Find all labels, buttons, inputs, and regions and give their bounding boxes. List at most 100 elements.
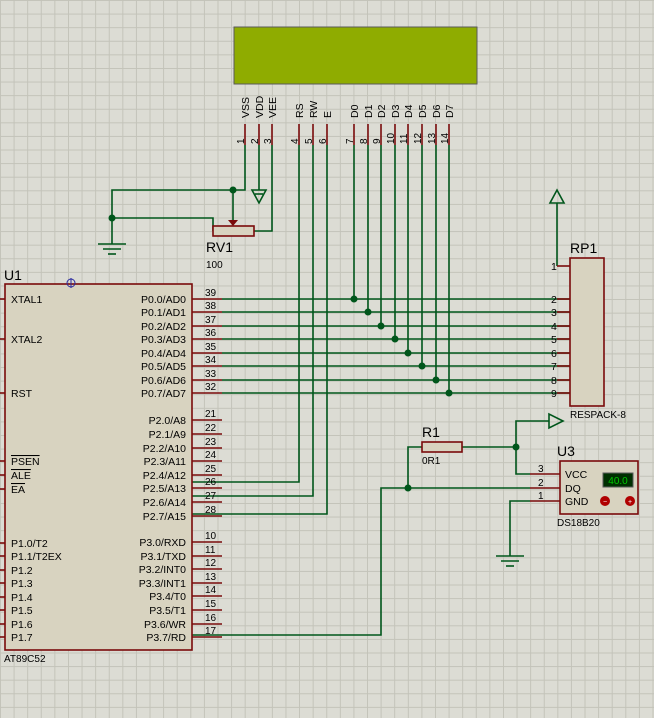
rp1-pin-number: 4 [551, 321, 557, 333]
wire-p37-dq [192, 487, 530, 636]
rp1-pin-number: 2 [551, 294, 557, 306]
u1-right-pin-number: 24 [205, 450, 217, 461]
junction-dot [404, 349, 412, 357]
wire-e [192, 145, 328, 515]
wire-r1-right [462, 446, 530, 475]
u1-right-pin-label: P3.2/INT0 [139, 564, 186, 576]
u1-right-pin-label: P2.5/A13 [143, 483, 186, 495]
u1-right-pin-number: 39 [205, 288, 217, 299]
r1-resistor[interactable]: R1 0R1 [421, 424, 463, 467]
u1-right-pin-number: 28 [205, 505, 217, 516]
lcd-pin-number: 14 [440, 132, 451, 144]
wire-rs [192, 145, 300, 483]
u1-right-pin-label: P0.4/AD4 [141, 348, 186, 360]
junction-dot [445, 389, 453, 397]
rv1-potentiometer[interactable]: RV1 100 [206, 220, 255, 271]
lcd-pin-number: 5 [304, 138, 315, 144]
u1-left-pin-label: XTAL1 [11, 294, 42, 306]
lcd-pin-number: 11 [399, 133, 410, 144]
u3-pin-name: GND [565, 496, 589, 508]
u1-body [4, 283, 193, 651]
u1-right-pin-number: 23 [205, 437, 217, 448]
ground-symbol-left [98, 243, 126, 255]
junction-dot [364, 308, 372, 316]
rp1-pin-number: 8 [551, 375, 557, 387]
u1-right-pin-number: 25 [205, 464, 217, 475]
lcd-pin-name: VDD [254, 95, 266, 118]
u1-left-pin-label: P1.0/T2 [11, 538, 48, 550]
rp1-body [569, 257, 605, 407]
u1-left-pin-label: P1.1/T2EX [11, 551, 62, 563]
temp-down-button-icon[interactable]: − [600, 496, 610, 506]
lcd-pin-group: VSS1VDD2VEE3RS4RW5E6D07D18D29D310D411D51… [236, 95, 456, 145]
lcd-pin-number: 2 [250, 138, 261, 144]
wiper-arrow-icon [228, 220, 238, 226]
lcd-pin-number: 8 [359, 138, 370, 144]
junction-dot [512, 443, 520, 451]
power-arrow-rp1-icon [548, 188, 566, 204]
u1-left-pin-label: XTAL2 [11, 334, 42, 346]
u1-left-pin-label: P1.2 [11, 565, 33, 577]
rv1-ref: RV1 [206, 239, 233, 255]
u1-right-pin-number: 10 [205, 531, 217, 542]
u1-right-pin-label: P0.2/AD2 [141, 321, 186, 333]
wire-rv1-left [111, 217, 214, 231]
svg-text:+: + [628, 499, 632, 506]
rp1-pin-number: 9 [551, 388, 557, 400]
rp1-pin-number: 1 [551, 261, 557, 273]
u1-microcontroller[interactable]: U1 AT89C52 XTAL1XTAL2RSTPSENALEEAP1.0/T2… [0, 267, 222, 665]
junction-dot [377, 322, 385, 330]
u1-right-pin-number: 21 [205, 409, 217, 420]
u1-left-pin-label: PSEN [11, 456, 40, 468]
u3-temp-display [602, 472, 634, 488]
lcd-pin-number: 1 [236, 138, 247, 144]
bus-junctions [350, 295, 453, 397]
u1-right-pin-number: 32 [205, 382, 217, 393]
junctions [108, 186, 520, 492]
lcd-pin-number: 7 [345, 138, 356, 144]
lcd-screen [233, 26, 478, 85]
u3-pin-name: VCC [565, 469, 588, 481]
lcd-pin-name: E [322, 111, 334, 118]
u1-right-pin-number: 34 [205, 355, 217, 366]
u1-right-pin-number: 15 [205, 599, 217, 610]
junction-dot [108, 214, 116, 222]
u1-right-pin-label: P0.5/AD5 [141, 361, 186, 373]
u1-right-pin-label: P2.1/A9 [149, 429, 187, 441]
u1-right-pin-label: P2.3/A11 [144, 456, 187, 468]
power-arrow-vdd-icon [250, 189, 268, 205]
u1-right-pin-label: P2.7/A15 [143, 511, 186, 523]
u1-right-pin-number: 38 [205, 301, 217, 312]
temp-up-button-icon[interactable]: + [625, 496, 635, 506]
u1-right-pin-label: P2.4/A12 [143, 470, 186, 482]
u1-right-pin-number: 27 [205, 491, 217, 502]
lcd-pin-number: 6 [318, 138, 329, 144]
lcd-pin-number: 4 [290, 138, 301, 144]
lcd-pin-number: 9 [372, 138, 383, 144]
rp1-pin-number: 3 [551, 307, 557, 319]
junction-dot [404, 484, 412, 492]
lcd-pin-name: VEE [267, 97, 279, 118]
u3-pin-number: 1 [538, 491, 544, 502]
rp1-pin-number: 5 [551, 334, 557, 346]
lcd-pin-name: D3 [390, 104, 402, 118]
lcd-pin-name: D0 [349, 104, 361, 118]
u1-right-pin-number: 37 [205, 315, 217, 326]
lcd-pin-number: 12 [413, 132, 424, 144]
rp1-pin-number: 6 [551, 348, 557, 360]
u3-temp-value: 40.0 [608, 476, 628, 487]
u1-right-pin-number: 26 [205, 477, 217, 488]
u1-right-pin-label: P2.2/A10 [143, 443, 186, 455]
ground-symbol-u3 [496, 555, 524, 567]
lcd-module[interactable]: VSS1VDD2VEE3RS4RW5E6D07D18D29D310D411D51… [233, 26, 478, 145]
u1-right-pin-label: P3.7/RD [146, 632, 186, 644]
u1-right-pin-number: 33 [205, 369, 217, 380]
rp1-part: RESPACK-8 [570, 410, 626, 421]
u1-right-pin-label: P0.0/AD0 [141, 294, 186, 306]
